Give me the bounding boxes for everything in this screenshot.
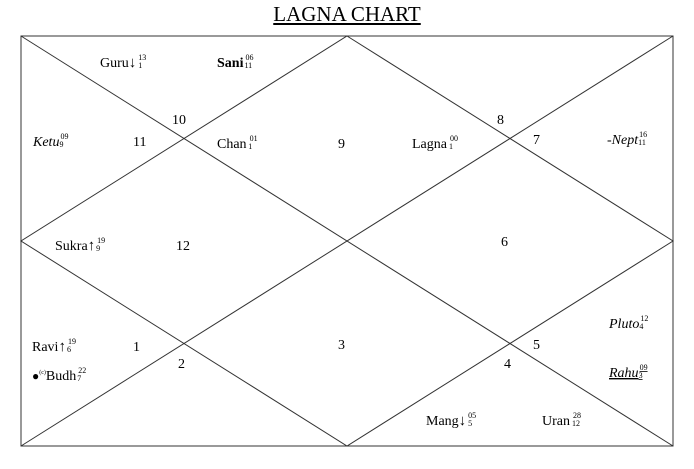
house-number-2: 2 [178,357,185,372]
house-numbers: 1 2 3 4 5 6 7 8 9 10 11 12 [133,113,540,372]
house-number-1: 1 [133,340,140,355]
house-number-11: 11 [133,135,146,150]
chart-title: LAGNA CHART [273,2,421,26]
house-number-7: 7 [533,133,540,148]
inner-diamond [20,35,674,447]
house-number-5: 5 [533,338,540,353]
house-number-10: 10 [172,113,186,128]
retrograde-arrow-icon: ↓ [129,55,137,71]
house-number-3: 3 [338,338,345,353]
house-number-6: 6 [501,235,508,250]
house-number-8: 8 [497,113,504,128]
diagonal-line-2 [20,35,674,447]
house-number-9: 9 [338,137,345,152]
up-arrow-icon: ↑ [58,339,66,355]
chart-lines [20,35,674,447]
house-number-12: 12 [176,239,190,254]
combust-dot-icon: ● [32,369,39,383]
retrograde-arrow-icon: ↓ [459,413,467,429]
house-number-4: 4 [504,357,511,372]
up-arrow-icon: ↑ [88,238,96,254]
